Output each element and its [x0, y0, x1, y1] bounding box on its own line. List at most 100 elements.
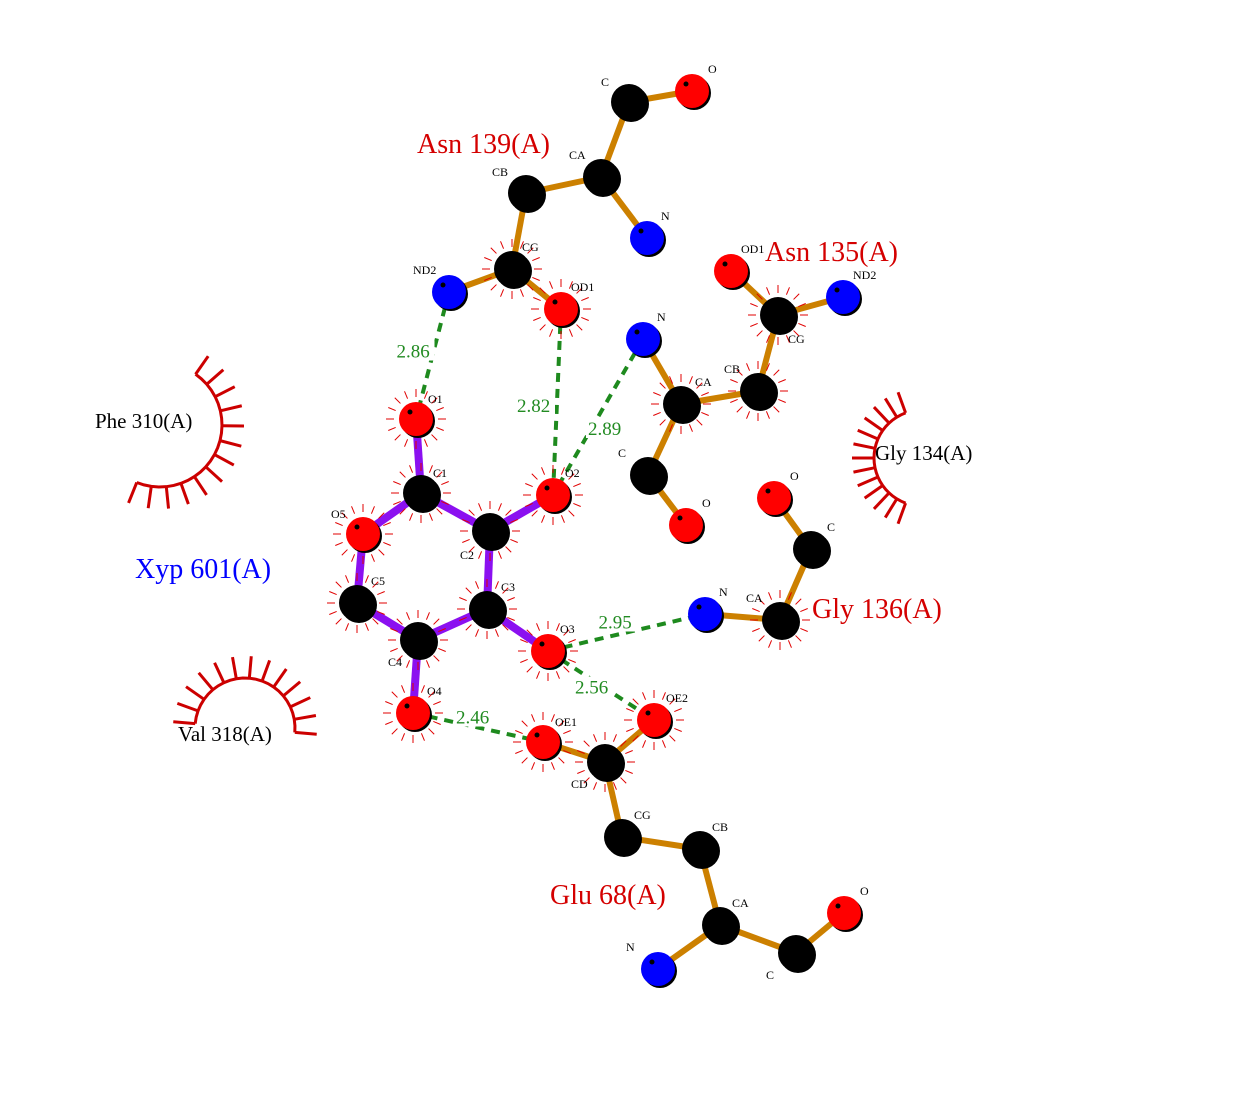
- hbond-distance-label: 2.86: [397, 342, 430, 363]
- contact-halo-tick: [383, 541, 391, 546]
- atom-asn139-O: [675, 74, 709, 108]
- atom-highlight: [613, 827, 619, 833]
- contact-halo-tick: [642, 692, 647, 700]
- contact-halo-tick: [773, 406, 780, 413]
- contact-halo-tick: [497, 503, 502, 511]
- hbond-label-bg: [454, 706, 494, 727]
- contact-halo-tick: [520, 658, 528, 663]
- phe310-spoke: [193, 475, 208, 496]
- contact-halo-tick: [475, 581, 480, 589]
- contact-halo-tick: [632, 698, 639, 705]
- contact-halo-tick: [494, 629, 499, 637]
- contact-halo-tick: [778, 379, 786, 384]
- contact-halo-tick: [438, 628, 446, 633]
- atom-label-ligand-C1: C1: [433, 466, 447, 480]
- atom-highlight: [749, 381, 755, 387]
- contact-halo-tick: [394, 397, 401, 404]
- contact-halo-tick: [661, 740, 666, 748]
- contact-halo-tick: [549, 281, 554, 289]
- contact-halo-tick: [798, 322, 806, 327]
- contact-halo-tick: [785, 335, 790, 343]
- val318-spoke: [260, 659, 272, 682]
- atom-gly136-O: [757, 481, 791, 515]
- val318-spoke: [173, 720, 196, 726]
- contact-halo-tick: [441, 481, 449, 486]
- atom-label-asn135-ND2: ND2: [853, 268, 876, 282]
- contact-halo-tick: [364, 623, 369, 631]
- contact-halo-tick: [659, 382, 666, 389]
- atom-label-glu68-CB: CB: [712, 820, 728, 834]
- contact-halo-tick: [568, 658, 576, 663]
- contact-halo-tick: [502, 587, 509, 594]
- contact-halo-tick: [550, 714, 555, 722]
- hydrophobic-label-phe310: Phe 310(A): [95, 409, 192, 433]
- contact-halo-tick: [577, 750, 585, 755]
- atom-highlight: [596, 752, 602, 758]
- atom-label-asn139-ND2: ND2: [413, 263, 436, 277]
- atom-label-asn135-CG: CG: [788, 332, 805, 346]
- contact-halo-tick: [642, 740, 647, 748]
- contact-halo-tick: [396, 618, 403, 625]
- contact-halo-tick: [653, 392, 661, 397]
- contact-halo-tick: [736, 369, 743, 376]
- contact-halo-tick: [541, 515, 546, 523]
- contact-halo-tick: [750, 322, 758, 327]
- contact-halo-tick: [441, 500, 449, 505]
- atom-highlight: [620, 92, 626, 98]
- atom-label-asn139-N: N: [661, 209, 670, 223]
- atom-highlight: [478, 599, 484, 605]
- contact-halo-tick: [521, 720, 528, 727]
- atom-glu68-OE1: [526, 725, 560, 759]
- contact-halo-tick: [478, 551, 483, 559]
- atom-ligand-C1: [403, 475, 439, 511]
- phe310-spoke: [194, 355, 210, 376]
- contact-halo-tick: [377, 610, 385, 615]
- contact-halo-tick: [758, 635, 765, 642]
- atom-label-ligand-C2: C2: [460, 548, 474, 562]
- atom-label-ligand-O4: O4: [427, 684, 442, 698]
- phe310-spoke: [219, 439, 242, 448]
- contact-halo-tick: [620, 740, 627, 747]
- contact-halo-tick: [433, 655, 440, 662]
- contact-halo-tick: [752, 627, 760, 632]
- val318-spoke: [176, 701, 199, 713]
- contact-halo-tick: [335, 581, 342, 588]
- gly134-spoke: [883, 397, 899, 418]
- atom-label-glu68-C: C: [766, 968, 774, 982]
- contact-halo-tick: [351, 506, 356, 514]
- contact-halo-tick: [688, 376, 693, 384]
- contact-halo-tick: [527, 247, 534, 254]
- contact-halo-tick: [532, 276, 540, 281]
- contact-halo-tick: [576, 324, 583, 331]
- atom-highlight: [672, 394, 678, 400]
- contact-halo-tick: [696, 382, 703, 389]
- hbond-label-bg: [394, 340, 435, 361]
- contact-halo-tick: [423, 439, 428, 447]
- atom-glu68-CD: [587, 744, 623, 780]
- atom-glu68-CA: [702, 907, 738, 943]
- contact-halo-tick: [377, 591, 385, 596]
- hbond-hb4: [547, 612, 706, 653]
- contact-halo-tick: [766, 287, 771, 295]
- val318-spoke: [231, 656, 238, 680]
- atom-label-asn135-C: C: [618, 446, 626, 460]
- val318-spoke: [213, 662, 226, 684]
- phe310-spoke: [220, 404, 243, 413]
- val318-spoke: [282, 680, 302, 698]
- atom-asn139-ND2: [432, 275, 466, 309]
- atom-glu68-O: [827, 896, 861, 930]
- atom-label-asn139-CG: CG: [522, 240, 539, 254]
- contact-halo-tick: [568, 510, 575, 517]
- atom-asn135-OD1: [714, 254, 748, 288]
- contact-halo-tick: [409, 513, 414, 521]
- hbond-label-bg: [573, 676, 613, 697]
- atom-label-ligand-O5: O5: [331, 507, 346, 521]
- contact-halo-tick: [593, 782, 598, 790]
- contact-halo-tick: [531, 473, 538, 480]
- atom-highlight: [638, 228, 644, 234]
- atom-highlight: [834, 287, 840, 293]
- atom-highlight: [696, 604, 702, 610]
- atom-gly136-C: [793, 531, 829, 567]
- contact-halo-tick: [519, 289, 524, 297]
